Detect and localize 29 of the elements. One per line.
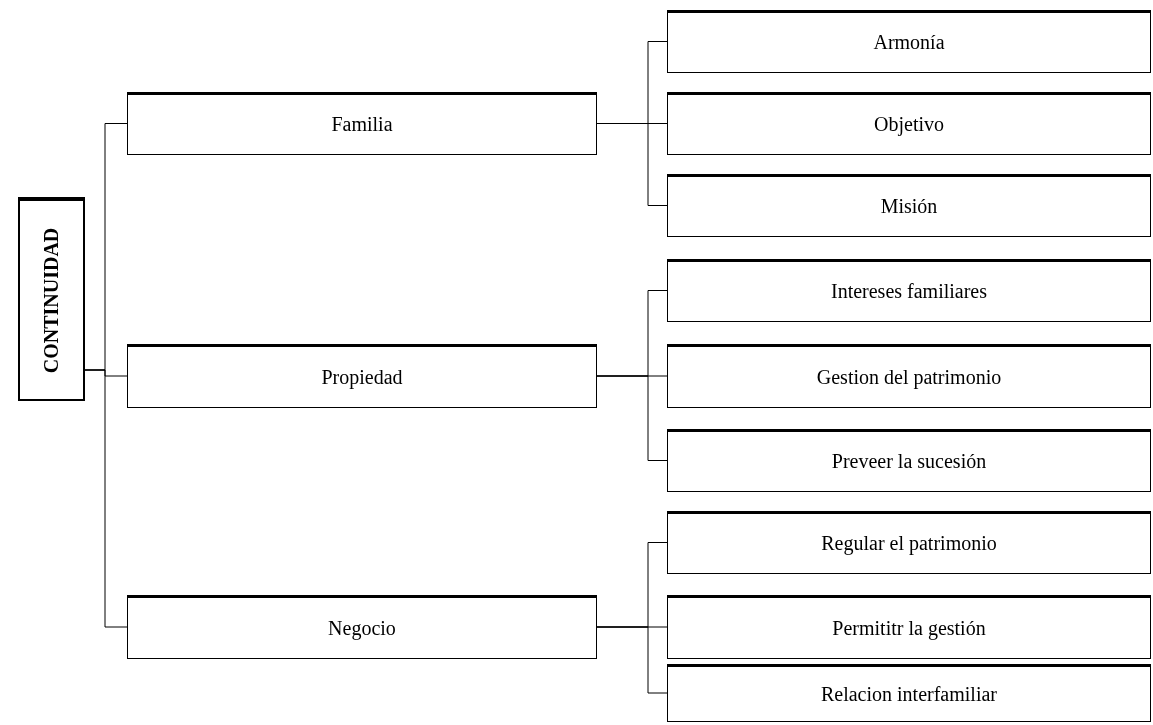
root-box: [18, 197, 85, 401]
node-label: CONTINUIDAD: [40, 227, 63, 373]
node-label: Negocio: [328, 616, 396, 640]
node-label: Relacion interfamiliar: [820, 682, 997, 706]
concept-box: [127, 92, 597, 155]
node-label: Preveer la sucesión: [831, 450, 987, 473]
concept-box: [667, 429, 1151, 492]
concept-box: [127, 595, 597, 659]
concept-box: [667, 174, 1151, 237]
node-label: Gestion del patrimonio: [816, 365, 1002, 389]
node-label: Familia: [331, 113, 393, 136]
concept-box: [667, 344, 1151, 408]
node-label: Intereses familiares: [830, 280, 987, 303]
concept-box: [667, 259, 1151, 322]
concept-box: [127, 344, 597, 408]
node-label: Regular el patrimonio: [821, 532, 997, 555]
connector-line: [84, 369, 128, 628]
node-label: Objetivo: [874, 113, 944, 136]
concept-box: [667, 664, 1151, 722]
concept-box: [667, 10, 1151, 73]
node-label: Propiedad: [321, 365, 403, 389]
connector-line: [596, 375, 668, 461]
concept-box: [667, 595, 1151, 659]
node-label: Armonía: [873, 31, 945, 54]
connector-line: [596, 626, 668, 694]
node-label: Permititr la gestión: [832, 616, 986, 640]
concept-box: [667, 511, 1151, 574]
node-label: Misión: [880, 195, 938, 218]
concept-box: [667, 92, 1151, 155]
